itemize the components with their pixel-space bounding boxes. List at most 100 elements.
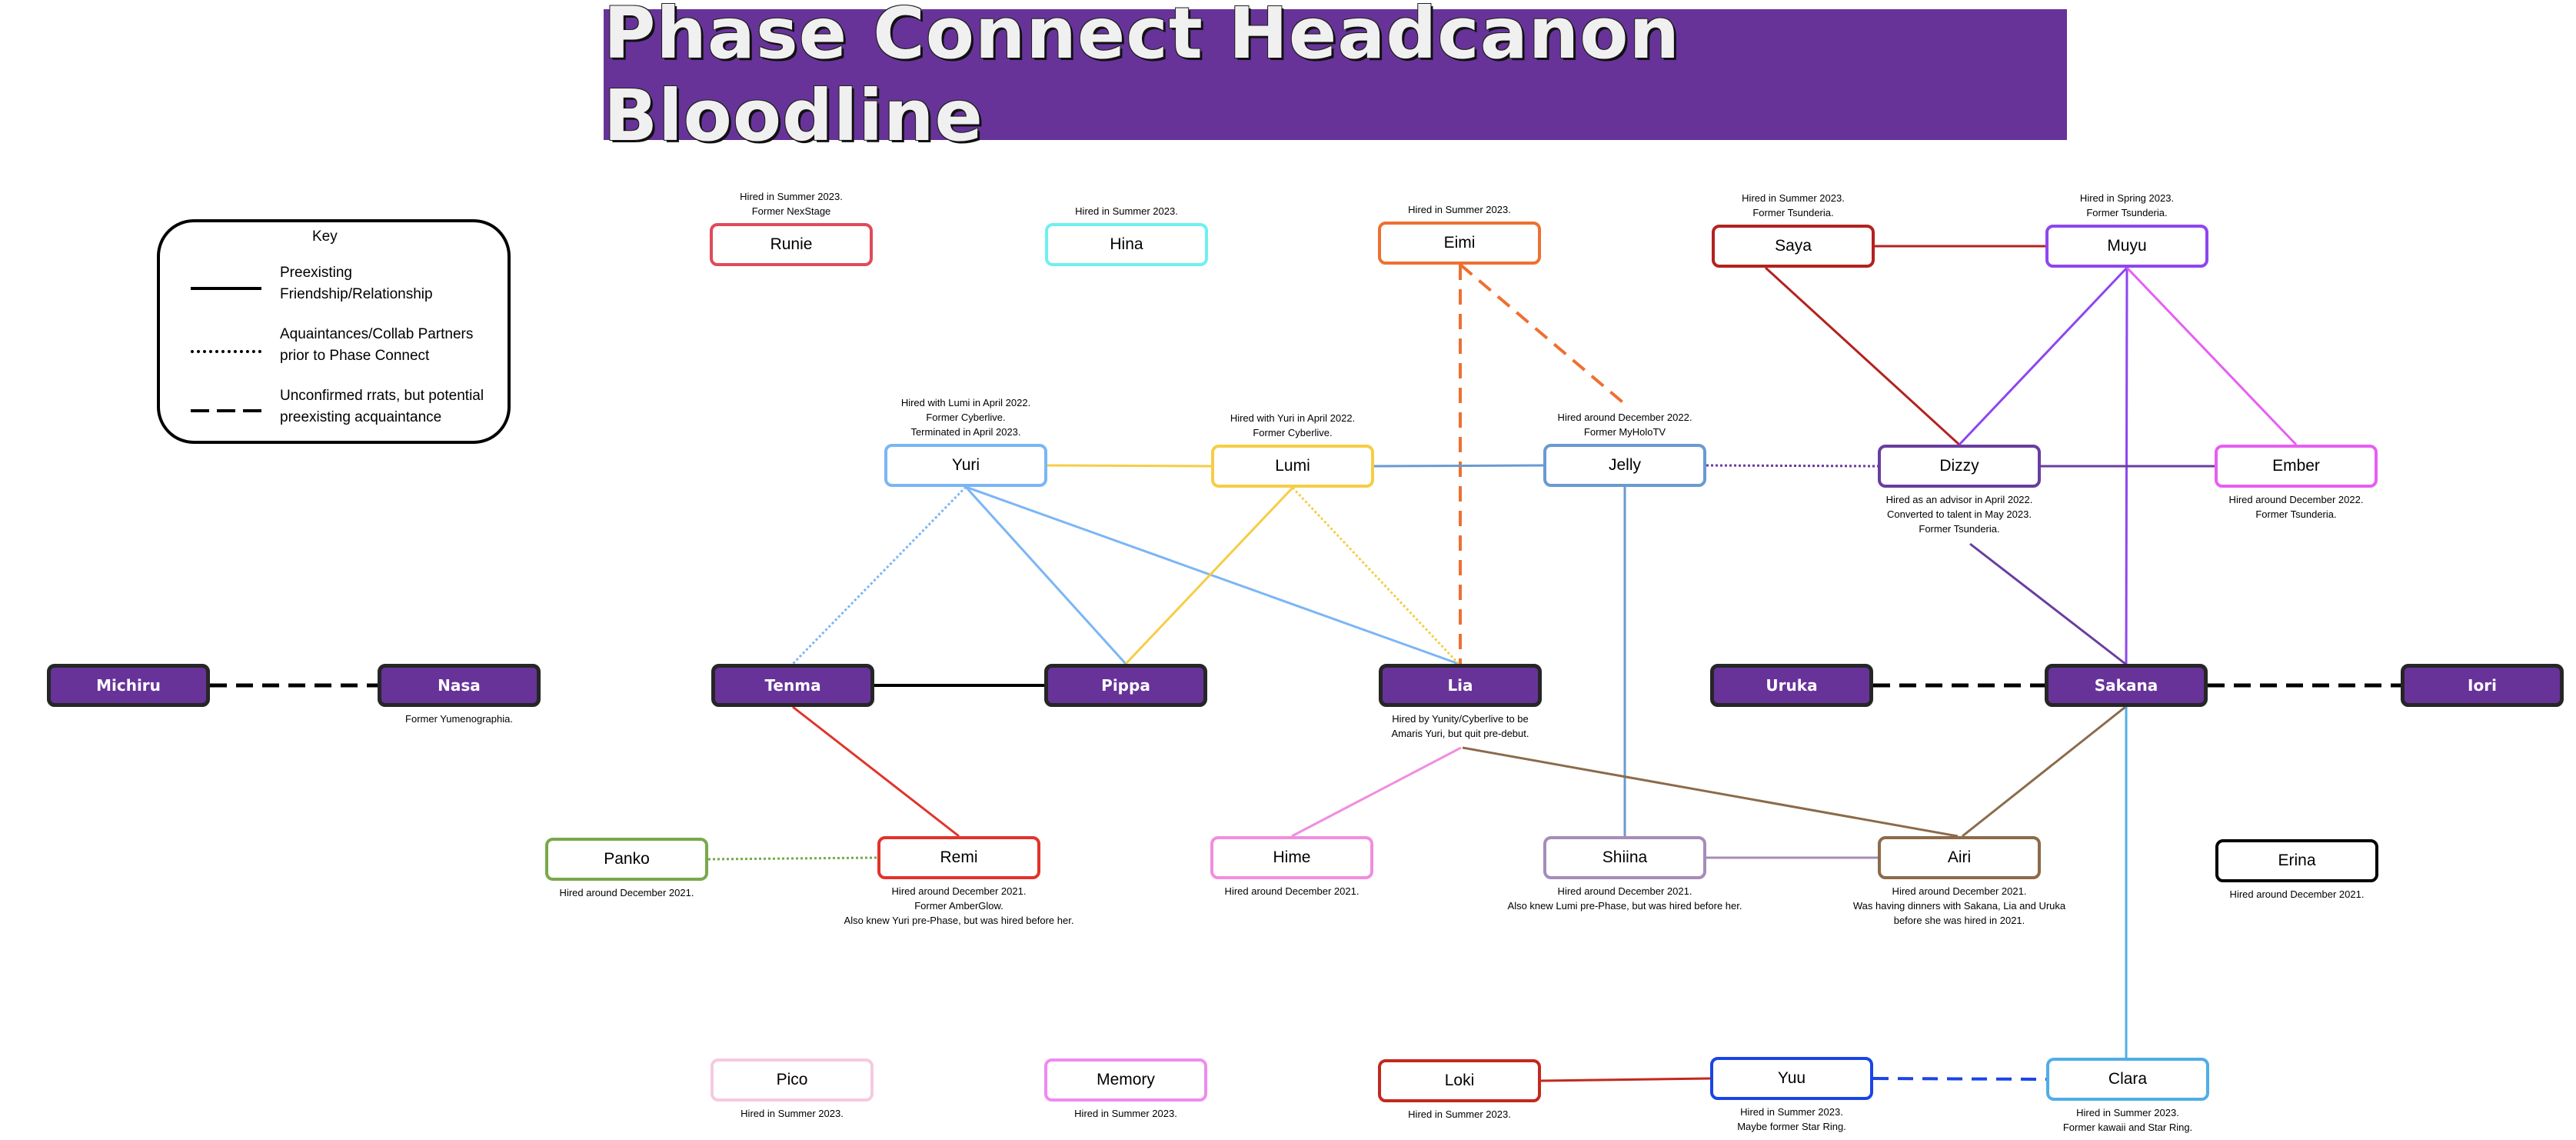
node-remi[interactable]: Remi	[877, 836, 1040, 879]
edge-tenma-remi	[792, 705, 960, 838]
node-lumi[interactable]: Lumi	[1211, 445, 1374, 488]
node-label: Saya	[1775, 237, 1812, 255]
edge-lumi-pippa	[1124, 486, 1294, 665]
node-label: Panko	[604, 850, 650, 868]
node-label: Tenma	[764, 676, 821, 695]
node-note-yuri: Hired with Lumi in April 2022. Former Cy…	[900, 397, 1031, 438]
node-label: Jelly	[1608, 456, 1641, 474]
node-lia[interactable]: Lia	[1379, 664, 1542, 707]
node-note-saya: Hired in Summer 2023. Former Tsunderia.	[1742, 192, 1845, 218]
node-label: Nasa	[438, 676, 481, 695]
node-label: Remi	[940, 848, 978, 866]
node-note-yuu: Hired in Summer 2023. Maybe former Star …	[1737, 1106, 1846, 1132]
node-sakana[interactable]: Sakana	[2045, 664, 2208, 707]
edge-lumi-lia	[1291, 486, 1460, 665]
node-panko[interactable]: Panko	[545, 838, 708, 881]
node-label: Runie	[770, 235, 813, 253]
edge-yuu-clara	[1872, 1077, 2047, 1081]
node-note-hime: Hired around December 2021.	[1224, 885, 1360, 897]
node-note-clara: Hired in Summer 2023. Former kawaii and …	[2062, 1107, 2193, 1133]
edge-lia-airi	[1462, 746, 1959, 838]
node-label: Lia	[1447, 676, 1473, 695]
node-muyu[interactable]: Muyu	[2045, 225, 2208, 268]
node-label: Memory	[1097, 1071, 1155, 1088]
node-label: Clara	[2108, 1070, 2148, 1088]
node-note-erina: Hired around December 2021.	[2229, 888, 2365, 900]
edge-yuri-pippa	[964, 485, 1127, 665]
node-erina[interactable]: Erina	[2215, 839, 2378, 882]
node-pippa[interactable]: Pippa	[1044, 664, 1207, 707]
edge-yuri-lumi	[1047, 464, 1212, 468]
node-note-nasa: Former Yumenographia.	[405, 713, 513, 725]
legend-key: Key Preexisting Friendship/Relationship …	[157, 219, 511, 444]
edge-eimi-jelly	[1459, 263, 1628, 407]
node-clara[interactable]: Clara	[2046, 1058, 2209, 1101]
node-label: Hina	[1110, 235, 1143, 253]
node-label: Michiru	[96, 676, 161, 695]
node-airi[interactable]: Airi	[1878, 836, 2041, 879]
legend-label: Aquaintances/Collab Partners prior to Ph…	[280, 326, 474, 364]
node-note-memory: Hired in Summer 2023.	[1074, 1108, 1177, 1119]
legend-title: Key	[312, 228, 338, 245]
node-dizzy[interactable]: Dizzy	[1878, 445, 2041, 488]
node-label: Erina	[2278, 852, 2316, 869]
node-shiina[interactable]: Shiina	[1543, 836, 1706, 879]
legend-label: Preexisting Friendship/Relationship	[280, 265, 433, 302]
node-note-dizzy: Hired as an advisor in April 2022. Conve…	[1885, 494, 2033, 535]
edge-lumi-jelly	[1373, 464, 1544, 468]
edge-jelly-dizzy	[1706, 464, 1879, 468]
node-yuu[interactable]: Yuu	[1710, 1057, 1873, 1100]
node-jelly[interactable]: Jelly	[1543, 444, 1706, 487]
node-pico[interactable]: Pico	[711, 1058, 874, 1102]
node-note-airi: Hired around December 2021. Was having d…	[1852, 885, 2066, 926]
edge-saya-dizzy	[1764, 266, 1961, 446]
node-loki[interactable]: Loki	[1378, 1059, 1541, 1102]
node-label: Pico	[776, 1071, 808, 1088]
node-yuri[interactable]: Yuri	[884, 444, 1047, 487]
node-label: Ember	[2272, 457, 2320, 475]
node-note-muyu: Hired in Spring 2023. Former Tsunderia.	[2079, 192, 2175, 218]
node-iori[interactable]: Iori	[2401, 664, 2564, 707]
node-note-panko: Hired around December 2021.	[559, 887, 694, 898]
node-hina[interactable]: Hina	[1045, 223, 1208, 266]
edge-loki-yuu	[1540, 1077, 1711, 1082]
node-michiru[interactable]: Michiru	[47, 664, 210, 707]
legend-label: Unconfirmed rrats, but potential preexis…	[280, 388, 484, 425]
node-eimi[interactable]: Eimi	[1378, 222, 1541, 265]
node-note-shiina: Hired around December 2021. Also knew Lu…	[1507, 885, 1742, 912]
node-label: Lumi	[1275, 457, 1310, 475]
node-nasa[interactable]: Nasa	[378, 664, 541, 707]
node-note-lumi: Hired with Yuri in April 2022. Former Cy…	[1230, 412, 1356, 438]
node-label: Uruka	[1766, 676, 1818, 695]
node-label: Eimi	[1443, 234, 1476, 252]
edge-lia-hime	[1291, 746, 1462, 838]
edge-yuri-lia	[965, 485, 1459, 665]
node-hime[interactable]: Hime	[1210, 836, 1373, 879]
node-label: Shiina	[1602, 848, 1648, 866]
title-banner: Phase Connect Headcanon Bloodline	[604, 0, 2067, 157]
node-note-remi: Hired around December 2021. Former Amber…	[844, 885, 1074, 926]
edge-muyu-dizzy	[1958, 266, 2128, 446]
node-note-loki: Hired in Summer 2023.	[1408, 1108, 1511, 1120]
node-note-pico: Hired in Summer 2023.	[741, 1108, 844, 1119]
node-tenma[interactable]: Tenma	[711, 664, 874, 707]
dotted-line-sample	[191, 350, 261, 353]
node-runie[interactable]: Runie	[710, 223, 873, 266]
node-saya[interactable]: Saya	[1712, 225, 1875, 268]
node-ember[interactable]: Ember	[2215, 445, 2378, 488]
node-uruka[interactable]: Uruka	[1710, 664, 1873, 707]
edge-panko-remi	[707, 856, 878, 861]
node-note-jelly: Hired around December 2022. Former MyHol…	[1557, 412, 1692, 438]
node-note-eimi: Hired in Summer 2023.	[1408, 204, 1511, 215]
node-label: Hime	[1273, 848, 1311, 866]
node-memory[interactable]: Memory	[1044, 1058, 1207, 1102]
solid-line-sample	[191, 287, 261, 290]
node-note-ember: Hired around December 2022. Former Tsund…	[2228, 494, 2364, 520]
node-note-runie: Hired in Summer 2023. Former NexStage	[740, 191, 843, 217]
node-note-hina: Hired in Summer 2023.	[1075, 205, 1178, 217]
node-label: Sakana	[2094, 676, 2158, 695]
node-label: Dizzy	[1939, 457, 1979, 475]
edge-muyu-ember	[2125, 266, 2298, 446]
node-label: Pippa	[1101, 676, 1150, 695]
